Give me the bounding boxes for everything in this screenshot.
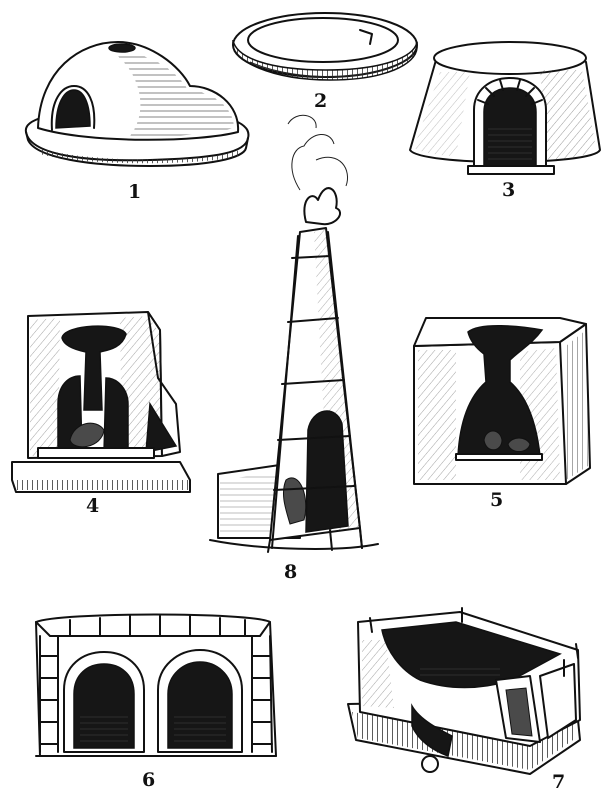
figure-7-rectangular-kiln [347,607,581,775]
figure-1-dome-kiln [24,41,250,167]
figure-8-number: 8 [284,561,297,583]
figure-2-number: 2 [314,90,327,112]
figure-5-block-kiln [413,317,591,485]
figure-6-number: 6 [142,769,155,791]
figure-7-number: 7 [552,771,565,793]
figure-5-number: 5 [490,489,503,511]
figure-3-number: 3 [502,179,515,201]
figure-8-chimney-kiln [209,114,379,553]
figure-6-double-arch-kiln [35,613,277,757]
figure-4-number: 4 [86,495,99,517]
figure-1-number: 1 [128,181,141,203]
figure-4-block-kiln [11,311,191,493]
figure-3-cone-kiln [409,41,601,175]
figure-2-ring [232,12,418,81]
